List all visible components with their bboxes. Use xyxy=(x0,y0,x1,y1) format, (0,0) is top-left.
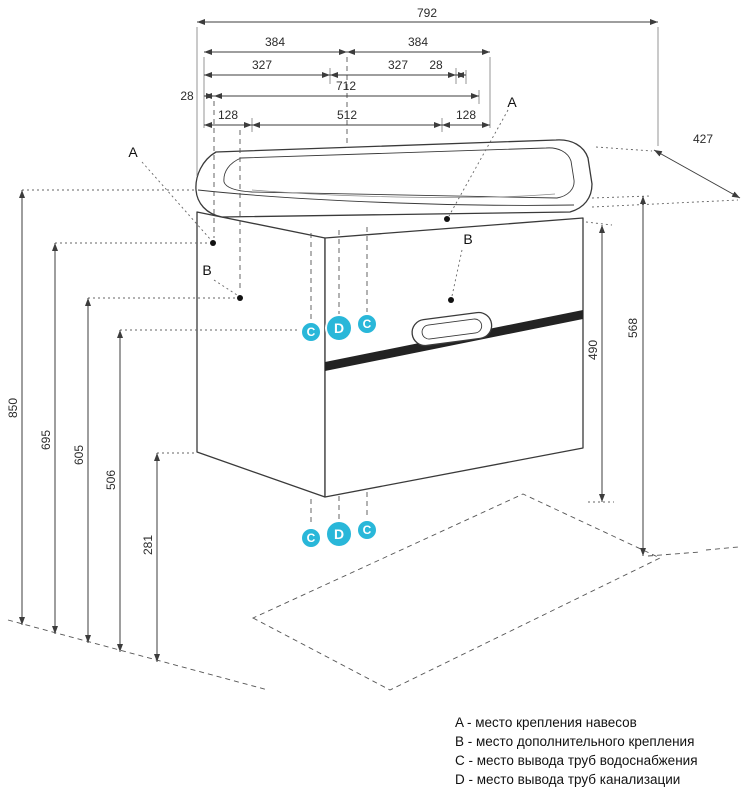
legend: A - место крепления навесов B - место до… xyxy=(455,715,698,787)
dim-128-left-label: 128 xyxy=(218,108,238,122)
marker-d-wall xyxy=(325,314,353,342)
dim-384-right-label: 384 xyxy=(408,35,428,49)
label-a-left: A xyxy=(128,144,138,160)
floor-tick-right-dashed xyxy=(705,546,739,551)
dim-128-right-label: 128 xyxy=(456,108,476,122)
dim-712-label: 712 xyxy=(336,79,356,93)
label-a-right: A xyxy=(507,94,517,110)
dim-427: 427 xyxy=(653,132,741,199)
dim-568-label: 568 xyxy=(626,318,640,338)
pipe-markers-floor: C D C xyxy=(300,492,378,549)
dim-605: 605 xyxy=(72,298,91,643)
basin-inner-rim xyxy=(223,147,575,199)
left-dimensions: 850 695 605 506 281 xyxy=(6,189,298,662)
drawer-handle-inner xyxy=(421,318,483,340)
dim-384-right: 384 xyxy=(347,35,490,55)
marker-c-wall-left-letter: C xyxy=(307,325,316,339)
dim-128-right: 128 xyxy=(442,108,490,128)
dim-327-right: 327 xyxy=(330,58,456,78)
dim-695: 695 xyxy=(39,243,58,634)
legend-line-c: C - место вывода труб водоснабжения xyxy=(455,753,698,768)
marker-d-floor xyxy=(325,520,353,548)
floor-projection xyxy=(7,493,739,691)
marker-c-floor-right xyxy=(356,519,378,541)
marker-d-wall-letter: D xyxy=(334,320,344,336)
floor-outline-dashed xyxy=(251,493,662,691)
dim-568: 568 xyxy=(626,196,646,556)
dim-28-right-label: 28 xyxy=(429,58,443,72)
leader-490-top xyxy=(585,221,613,226)
leader-427-top xyxy=(595,146,653,152)
cabinet xyxy=(196,211,584,498)
top-dimensions: 792 384 384 327 327 28 28 712 xyxy=(180,6,659,176)
label-b-right: B xyxy=(463,231,472,247)
dim-327-right-label: 327 xyxy=(388,58,408,72)
legend-line-a: A - место крепления навесов xyxy=(455,715,637,730)
legend-line-b: B - место дополнительного крепления xyxy=(455,734,694,749)
dim-128-left: 128 xyxy=(204,108,252,128)
right-dimensions: 427 568 490 xyxy=(585,132,741,556)
dim-281-label: 281 xyxy=(141,535,155,555)
cabinet-front-face xyxy=(324,217,584,498)
dim-384-left-label: 384 xyxy=(265,35,285,49)
dim-512-label: 512 xyxy=(337,108,357,122)
dim-792-label: 792 xyxy=(417,6,437,20)
leader-568-top xyxy=(591,195,651,199)
dim-490: 490 xyxy=(586,225,605,502)
leader-a-left xyxy=(141,161,212,241)
cabinet-left-face xyxy=(196,211,326,498)
drawer-handle-outer xyxy=(411,311,493,347)
point-b-left-dot xyxy=(237,295,243,301)
dim-427-label: 427 xyxy=(693,132,713,146)
dim-850-label: 850 xyxy=(6,398,20,418)
dim-327-left-label: 327 xyxy=(252,58,272,72)
drawer-handle xyxy=(411,311,493,347)
marker-c-floor-left-letter: C xyxy=(307,531,316,545)
basin-bowl-line xyxy=(251,189,556,198)
point-b-right-dot xyxy=(448,297,454,303)
dim-384-left: 384 xyxy=(204,35,347,55)
dim-850: 850 xyxy=(6,190,25,625)
marker-c-floor-left xyxy=(300,527,322,549)
dim-28-left: 28 xyxy=(180,89,214,103)
point-a-right-dot xyxy=(444,216,450,222)
dim-792: 792 xyxy=(197,6,658,25)
leader-427-bottom xyxy=(591,199,739,208)
mounting-points: A B A B xyxy=(128,94,517,303)
label-b-left: B xyxy=(202,262,211,278)
legend-line-d: D - место вывода труб канализации xyxy=(455,772,680,787)
dim-506-label: 506 xyxy=(104,470,118,490)
basin-front-rim-line xyxy=(197,189,575,206)
marker-c-wall-left xyxy=(300,321,322,343)
dim-712: 712 xyxy=(214,79,479,99)
dim-506: 506 xyxy=(104,330,123,652)
pipe-markers-wall: C D C xyxy=(300,227,378,343)
dim-695-label: 695 xyxy=(39,430,53,450)
marker-d-floor-letter: D xyxy=(334,526,344,542)
dim-490-label: 490 xyxy=(586,340,600,360)
dim-28-left-label: 28 xyxy=(180,89,194,103)
marker-c-wall-right xyxy=(356,313,378,335)
marker-c-wall-right-letter: C xyxy=(363,317,372,331)
floor-edge-right-dashed xyxy=(647,551,701,557)
leader-a-right xyxy=(448,109,509,217)
dim-281: 281 xyxy=(141,453,160,662)
floor-edge-left-dashed xyxy=(7,619,269,691)
point-a-left-dot xyxy=(210,240,216,246)
dim-605-label: 605 xyxy=(72,445,86,465)
dim-28-right: 28 xyxy=(429,58,466,78)
washbasin xyxy=(195,139,593,218)
marker-c-floor-right-letter: C xyxy=(363,523,372,537)
dim-327-left: 327 xyxy=(204,58,330,78)
dim-512: 512 xyxy=(252,108,442,128)
